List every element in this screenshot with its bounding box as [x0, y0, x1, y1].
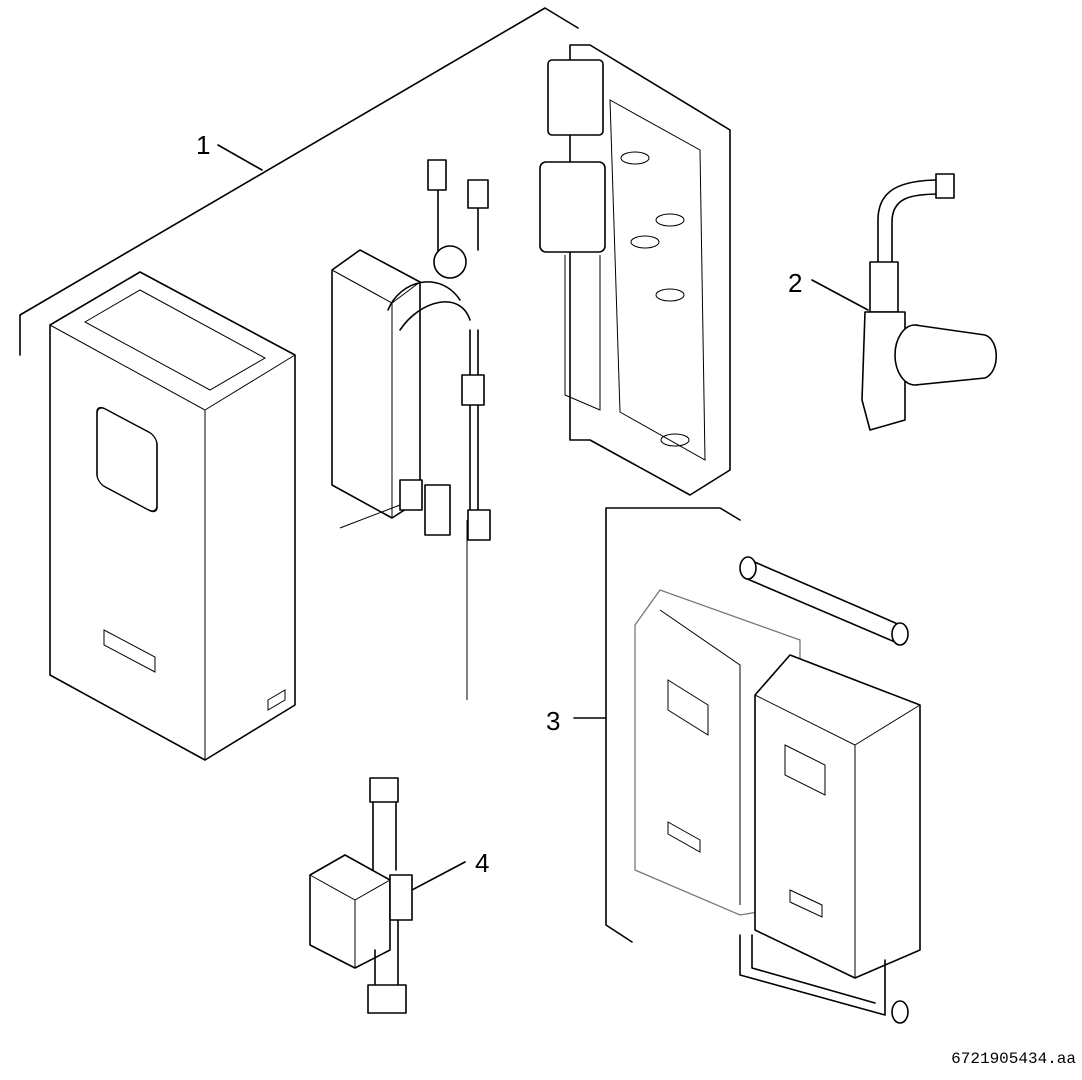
pump-kit — [811, 173, 998, 431]
callout-label-2: 2 — [788, 268, 803, 298]
document-code: 6721905434.aa — [951, 1050, 1076, 1068]
callout-label-4: 4 — [475, 848, 490, 878]
twin-unit-cascade — [573, 507, 921, 1024]
heat-exchanger-assembly — [331, 159, 491, 700]
callout-label-1: 1 — [196, 130, 211, 160]
mounting-frame — [539, 44, 731, 496]
appliance-cover — [49, 271, 296, 761]
callout-label-3: 3 — [546, 706, 561, 736]
solenoid-valve — [309, 777, 466, 1014]
callout-1-bracket — [19, 7, 579, 356]
